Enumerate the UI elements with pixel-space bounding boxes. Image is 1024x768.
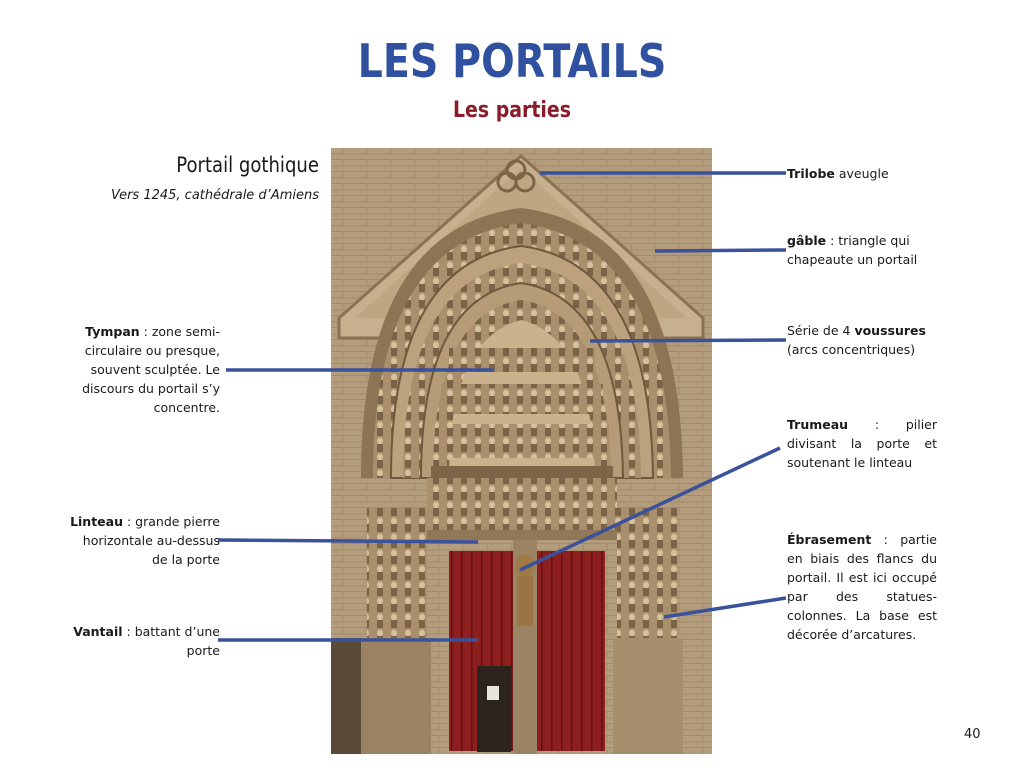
page-number: 40 (964, 727, 981, 742)
label-vantail: Vantail : battant d’une porte (73, 624, 220, 658)
image-caption: Vers 1245, cathédrale d’Amiens (110, 188, 319, 203)
term-gable: gâble (787, 233, 827, 248)
page-title: LES PORTAILS (357, 34, 667, 88)
term-ebrasement: Ébrasement (787, 532, 872, 547)
label-gable: gâble : triangle qui chapeaute un portai… (787, 233, 918, 267)
term-tympan: Tympan (85, 324, 140, 339)
label-linteau: Linteau : grande pierre horizontale au-d… (70, 514, 220, 567)
term-voussures: voussures (854, 323, 926, 338)
label-tympan: Tympan : zone semi-circulaire ou presque… (82, 324, 220, 415)
label-ebrasement: Ébrasement : partie en biais des flancs … (787, 532, 937, 642)
label-trilobe: Trilobe aveugle (787, 166, 889, 181)
term-trumeau: Trumeau (787, 417, 849, 432)
term-trilobe: Trilobe (787, 166, 835, 181)
term-vantail: Vantail (73, 624, 123, 639)
term-linteau: Linteau (70, 514, 123, 529)
page-subtitle: Les parties (452, 98, 572, 123)
section-heading: Portail gothique (176, 153, 319, 177)
portal-image (331, 148, 712, 754)
label-trumeau: Trumeau : pilier divisant la porte et so… (787, 417, 937, 470)
label-voussures: Série de 4 voussures (arcs concentriques… (787, 323, 926, 357)
